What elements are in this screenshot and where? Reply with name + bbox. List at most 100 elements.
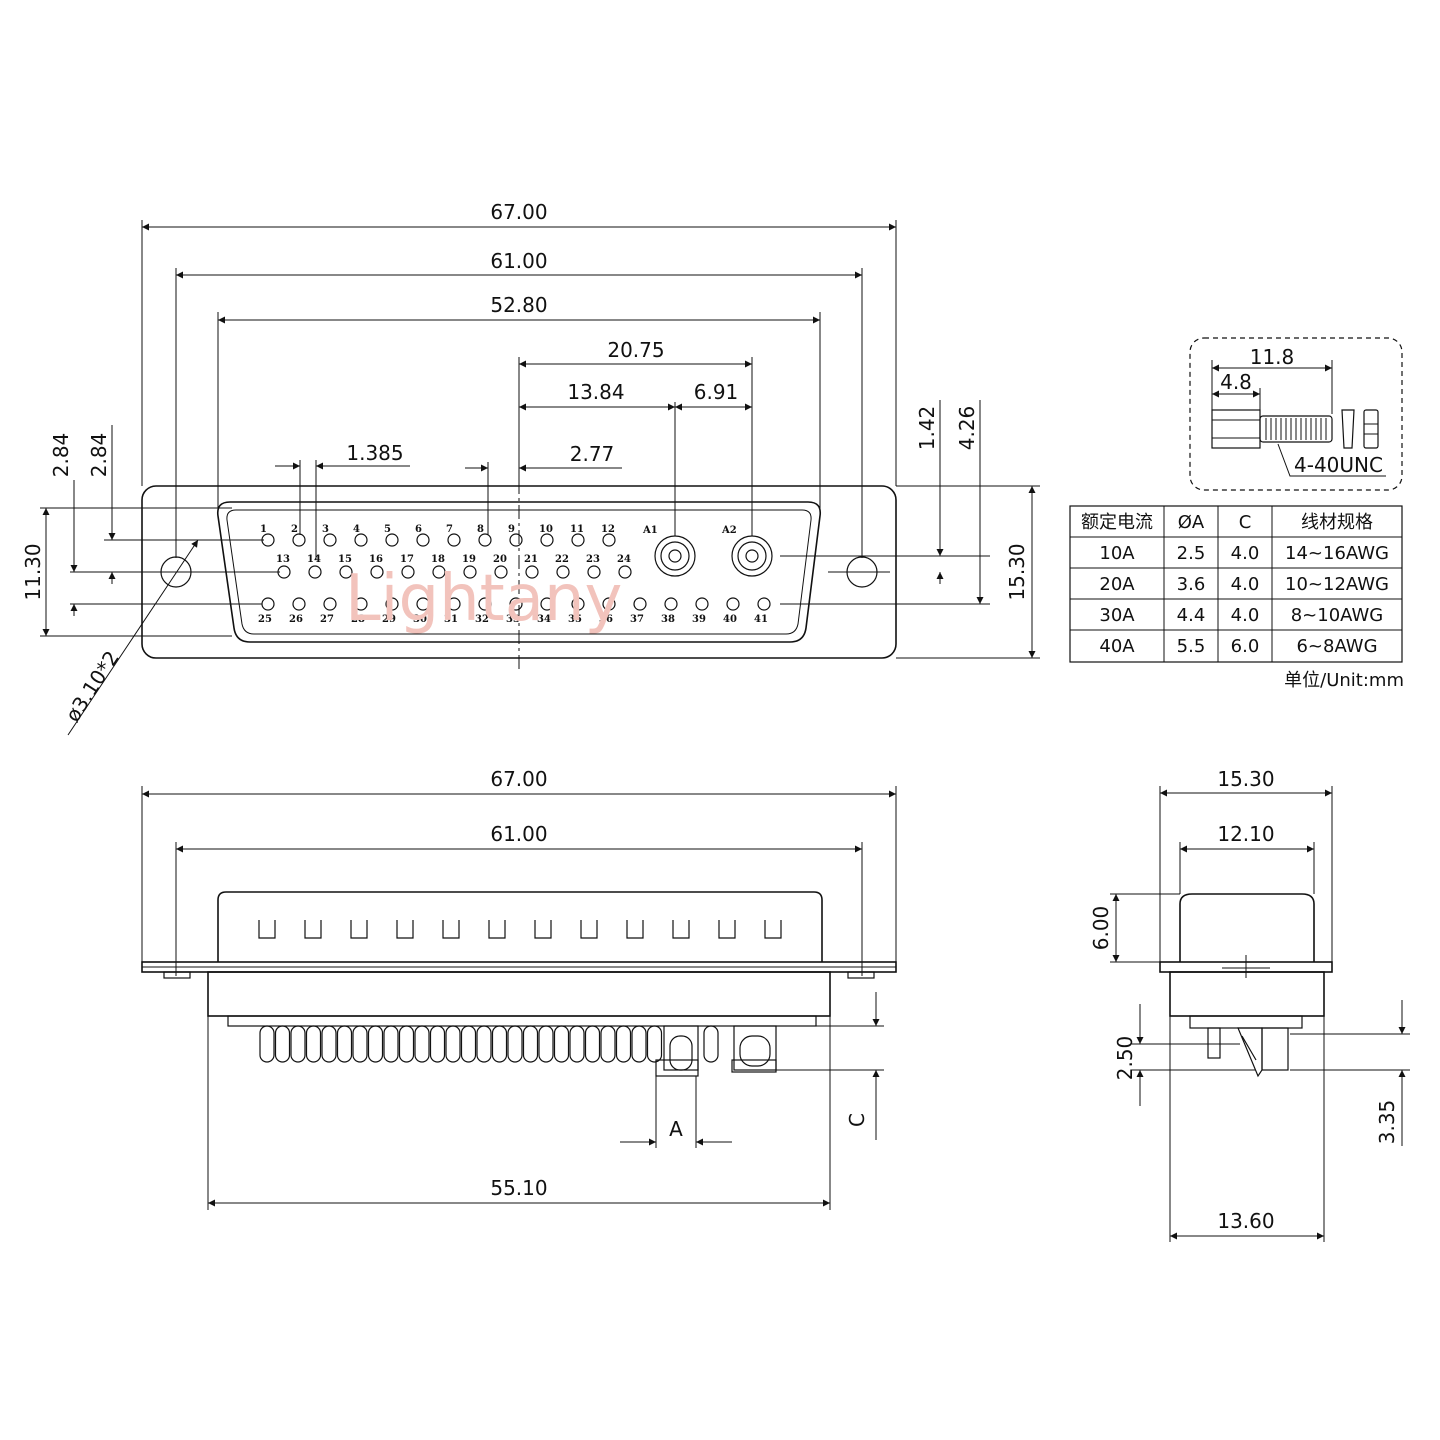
table-header-cell: 线材规格 — [1301, 512, 1373, 533]
table-cell: 14~16AWG — [1285, 543, 1389, 564]
pin-label-29: 29 — [382, 614, 396, 625]
front-d-shell-inner — [226, 509, 812, 635]
bottom-dim-overall: 67.00 — [490, 767, 547, 791]
solder-terminal — [429, 1025, 446, 1063]
signal-pin-41 — [757, 597, 771, 611]
shell-slot — [580, 920, 598, 939]
solder-terminal — [290, 1025, 306, 1063]
pin-label-32: 32 — [475, 614, 489, 625]
screw-detail-frame — [1189, 337, 1403, 491]
table-cell: 3.6 — [1177, 574, 1206, 595]
pin-label-2: 2 — [291, 524, 298, 535]
table-cell: 10~12AWG — [1285, 574, 1389, 595]
table-cell: 4.0 — [1231, 574, 1260, 595]
solder-terminal — [414, 1025, 430, 1063]
table-cell: 2.5 — [1177, 543, 1206, 564]
signal-pin-21 — [525, 565, 539, 579]
pin-label-23: 23 — [586, 554, 600, 565]
table-cell: 4.0 — [1231, 543, 1260, 564]
side-dim-13-60: 13.60 — [1217, 1209, 1274, 1233]
signal-pin-30 — [416, 597, 430, 611]
table-cell: 5.5 — [1177, 636, 1206, 657]
signal-pin-35 — [571, 597, 585, 611]
dim-row-2-84-b: 2.84 — [87, 433, 111, 478]
pin-label-12: 12 — [601, 524, 615, 535]
signal-pin-39 — [695, 597, 709, 611]
screw-washer-2 — [1363, 409, 1379, 449]
side-view: 15.30 12.10 6.00 13.60 2.50 3.35 — [1089, 767, 1410, 1242]
signal-pin-14 — [308, 565, 322, 579]
pin-label-36: 36 — [599, 614, 613, 625]
solder-terminal — [305, 1025, 322, 1063]
power-contact-a2 — [731, 535, 773, 577]
solder-terminal — [600, 1025, 616, 1063]
signal-pin-3 — [323, 533, 337, 547]
signal-pin-28 — [354, 597, 368, 611]
power-label-a1: A1 — [642, 525, 658, 536]
pin-label-33: 33 — [506, 614, 520, 625]
shell-slot — [672, 920, 690, 939]
bottom-dim-a: A — [669, 1117, 683, 1141]
solder-terminal — [491, 1025, 508, 1063]
pin-label-28: 28 — [351, 614, 365, 625]
table-cell: 8~10AWG — [1291, 605, 1384, 626]
solder-terminal — [398, 1025, 415, 1063]
signal-pin-23 — [587, 565, 601, 579]
pin-label-21: 21 — [524, 554, 538, 565]
pin-label-13: 13 — [276, 554, 290, 565]
bottom-insulator — [227, 1015, 817, 1027]
signal-pin-20 — [494, 565, 508, 579]
pin-label-37: 37 — [630, 614, 644, 625]
signal-pin-34 — [540, 597, 554, 611]
pin-label-18: 18 — [431, 554, 445, 565]
signal-pin-11 — [571, 533, 585, 547]
power-label-a2: A2 — [721, 525, 737, 536]
pin-label-3: 3 — [322, 524, 329, 535]
shell-slot — [718, 920, 736, 939]
solder-terminal — [507, 1025, 523, 1063]
screw-head: 4.8 — [1220, 370, 1252, 394]
dim-height-11-30: 11.30 — [21, 543, 45, 600]
pin-label-38: 38 — [661, 614, 675, 625]
side-dim-6-00: 6.00 — [1089, 906, 1113, 951]
pin-label-22: 22 — [555, 554, 569, 565]
signal-pin-32 — [478, 597, 492, 611]
table-cell: 10A — [1099, 543, 1135, 564]
table-cell: 6~8AWG — [1296, 636, 1377, 657]
dim-row-2-84-a: 2.84 — [49, 433, 73, 478]
solder-terminal — [476, 1025, 492, 1063]
dim-shell-width: 52.80 — [490, 293, 547, 317]
side-shell — [1179, 893, 1315, 962]
side-body — [1169, 971, 1325, 1017]
solder-terminal — [367, 1025, 384, 1063]
signal-pin-9 — [509, 533, 523, 547]
solder-terminal — [569, 1025, 585, 1063]
table-cell: 20A — [1099, 574, 1135, 595]
bottom-dim-mount: 61.00 — [490, 822, 547, 846]
pin-label-5: 5 — [384, 524, 391, 535]
dim-13-84: 13.84 — [567, 380, 624, 404]
signal-pin-4 — [354, 533, 368, 547]
signal-pin-36 — [602, 597, 616, 611]
pin-label-4: 4 — [353, 524, 360, 535]
signal-pin-6 — [416, 533, 430, 547]
screw-length: 11.8 — [1250, 345, 1295, 369]
signal-pin-25 — [261, 597, 275, 611]
signal-pin-18 — [432, 565, 446, 579]
table-header-cell: ØA — [1178, 512, 1205, 533]
shell-slots — [258, 920, 782, 939]
pin-label-6: 6 — [415, 524, 422, 535]
pin-label-34: 34 — [537, 614, 551, 625]
bottom-view: 67.00 61.00 55.10 A C — [141, 767, 897, 1210]
shell-slot — [626, 920, 644, 939]
solder-terminal — [646, 1025, 663, 1063]
signal-pin-27 — [323, 597, 337, 611]
pin-label-26: 26 — [289, 614, 303, 625]
shell-slot — [442, 920, 460, 939]
signal-pin-16 — [370, 565, 384, 579]
dim-overall-width: 67.00 — [490, 200, 547, 224]
side-dim-3-35: 3.35 — [1375, 1100, 1399, 1145]
